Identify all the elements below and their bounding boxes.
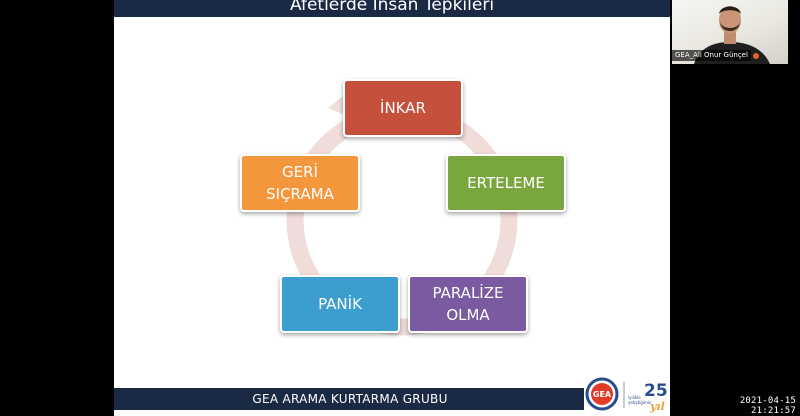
cycle-node-label: İNKAR [380, 99, 426, 117]
participant-name: GEA_Ali Onur Günçel [675, 51, 748, 59]
slide-title: Afetlerde İnsan Tepkileri [289, 0, 495, 15]
cycle-node-panik: PANİK [280, 275, 400, 333]
participant-video-tile[interactable]: GEA_Ali Onur Günçel [672, 0, 788, 64]
cycle-node-inkar: İNKAR [343, 79, 463, 137]
anniversary-tagline-2: yetiştiğimiz [628, 400, 651, 405]
cycle-node-label: PARALİZE OLMA [432, 284, 504, 324]
participant-name-label: GEA_Ali Onur Günçel [672, 50, 751, 61]
recording-timestamp-text: 2021-04-15 21:21:57 [739, 396, 796, 416]
footer-logos: GEA iyilikle yetiştiğimiz 25 yıl [584, 372, 670, 416]
presentation-slide: Afetlerde İnsan Tepkileri İNKAR ERTELEME… [114, 0, 670, 416]
slide-footer-text: GEA ARAMA KURTARMA GRUBU [252, 392, 448, 406]
slide-footer-bar: GEA ARAMA KURTARMA GRUBU [114, 388, 586, 410]
recording-timestamp: 2021-04-15 21:21:57 [700, 396, 796, 416]
anniversary-years: 25 [644, 381, 668, 401]
cycle-node-label: GERİ SIÇRAMA [266, 163, 334, 203]
slide-title-bar: Afetlerde İnsan Tepkileri [114, 0, 670, 17]
cycle-node-paralize-olma: PARALİZE OLMA [408, 275, 528, 333]
cycle-node-geri-sicrama: GERİ SIÇRAMA [240, 154, 360, 212]
gea-logo-text: GEA [593, 390, 612, 399]
gea-logo-icon: GEA iyilikle yetiştiğimiz 25 yıl [585, 377, 668, 413]
cycle-node-erteleme: ERTELEME [446, 154, 566, 212]
anniversary-tagline-1: iyilikle [628, 395, 641, 400]
cycle-node-label: PANİK [318, 295, 362, 313]
anniversary-years-word: yıl [649, 400, 665, 413]
cycle-node-label: ERTELEME [467, 174, 545, 192]
